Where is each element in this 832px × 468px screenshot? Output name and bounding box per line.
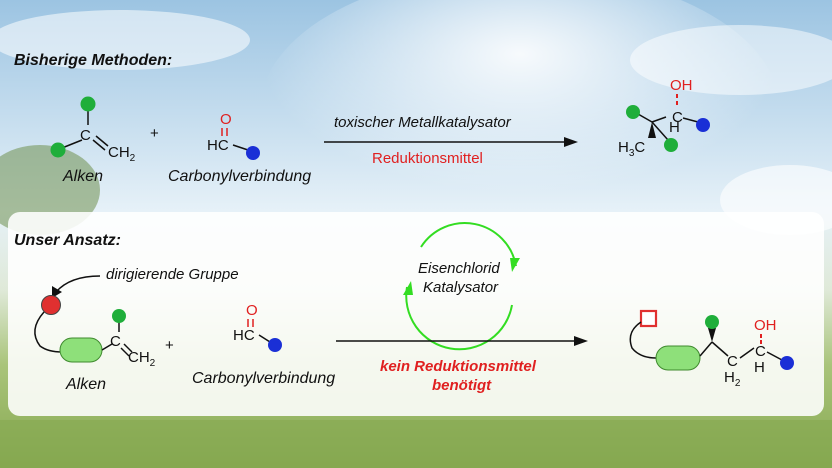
bottom-section-heading: Unser Ansatz: [14,232,121,249]
top-carbonyl-structure: O HC [207,111,260,160]
plus-sign: + [150,125,159,142]
product-c-atom: C [755,343,766,360]
top-alkene-structure: C CH2 [50,96,136,164]
bottom-alkene-label: Alken [66,376,107,393]
blue-substituent-icon [268,338,282,352]
catalytic-cycle-arrows-icon [403,222,520,351]
curved-arrow-icon [55,275,101,293]
carbonyl-hc-atom: HC [207,137,229,154]
top-carbonyl-label: Carbonylverbindung [168,168,312,185]
bottom-carbonyl-structure: O HC [233,302,282,352]
green-substituent-icon [80,96,96,112]
bottom-alkene-structure: C CH2 [34,295,156,369]
catalyst-name: Eisenchlorid [418,260,500,277]
alkene-ch2-atom: CH2 [108,144,136,164]
catalyst-role: Katalysator [423,279,499,296]
bottom-product-structure: C H2 OH C H [629,309,794,389]
blue-substituent-icon [780,356,794,370]
plus-sign: + [165,337,174,354]
product-h2: H2 [724,369,741,389]
top-section-heading: Bisherige Methoden: [14,52,173,69]
no-reductant-line1: kein Reduktionsmittel [380,358,536,375]
product-h3c: H3C [618,139,645,159]
green-substituent-icon [705,315,719,329]
top-alkene-label: Alken [63,168,104,185]
no-reductant-line2: benötigt [432,377,492,394]
green-pill-icon [655,345,701,371]
green-substituent-icon [664,138,678,152]
green-pill-icon [59,337,103,363]
product-c-atom: C [672,109,683,126]
green-substituent-icon [112,309,126,323]
product-oh: OH [754,317,777,334]
top-arrow-condition: toxischer Metallkatalysator [334,114,511,131]
directing-group-label: dirigierende Gruppe [106,266,239,283]
top-product-structure: OH C H H3C [618,77,710,159]
product-oh: OH [670,77,693,94]
bottom-carbonyl-label: Carbonylverbindung [192,370,336,387]
blue-substituent-icon [246,146,260,160]
carbonyl-o-atom: O [246,302,258,319]
carbonyl-o-atom: O [220,111,232,128]
green-substituent-icon [626,105,640,119]
top-reductant-label: Reduktionsmittel [372,150,483,167]
product-h-atom: H [754,359,765,376]
green-substituent-icon [50,142,66,158]
blue-substituent-icon [696,118,710,132]
alkene-ch2-atom: CH2 [128,349,156,369]
product-h-atom: H [669,119,680,136]
carbonyl-hc-atom: HC [233,327,255,344]
arrowhead-icon [564,137,578,147]
our-approach-panel [8,212,824,416]
arrowhead-icon [574,336,588,346]
alkene-c-atom: C [80,127,91,144]
alkene-c-atom: C [110,333,121,350]
directing-group-square-icon [639,309,658,328]
product-c2-atom: C [727,353,738,370]
directing-group-icon [41,295,61,315]
